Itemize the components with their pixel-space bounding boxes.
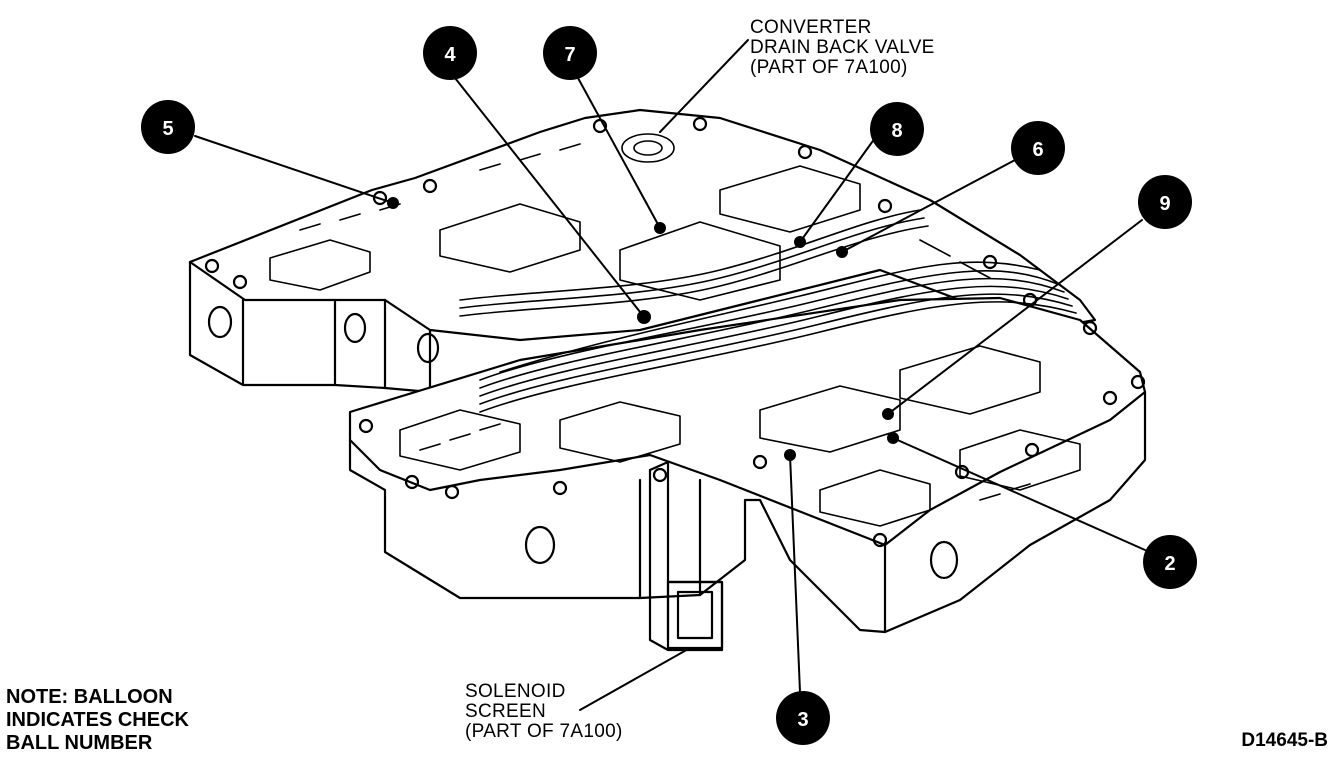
balloon-9-label: 9 [1159,193,1170,215]
balloon-6-label: 6 [1032,139,1043,161]
leader-lines [194,39,1146,711]
balloon-note: NOTE: BALLOON INDICATES CHECK BALL NUMBE… [6,686,189,755]
balloon-3: 3 [776,691,830,745]
callout-line: DRAIN BACK VALVE [750,37,935,58]
solenoid-screen [648,460,724,652]
callout-line: SCREEN [465,701,546,722]
balloon-9: 9 [1138,175,1192,229]
balloon-7: 7 [543,26,597,80]
balloon-2: 2 [1143,535,1197,589]
note-line: INDICATES CHECK [6,709,189,731]
balloon-8-label: 8 [891,120,902,142]
balloon-4-label: 4 [444,44,456,66]
balloon-4: 4 [423,26,477,80]
balloon-6: 6 [1011,121,1065,175]
converter-drain-back-valve-callout: CONVERTER DRAIN BACK VALVE (PART OF 7A10… [750,18,935,78]
note-line: BALL NUMBER [6,732,153,754]
callout-line: (PART OF 7A100) [750,57,908,78]
solenoid-screen-callout: SOLENOID SCREEN (PART OF 7A100) [465,682,623,742]
figure-id: D14645-B [1241,730,1328,751]
balloon-8: 8 [870,102,924,156]
valve-body-front-section [348,292,1147,634]
note-line: NOTE: BALLOON [6,686,173,708]
callout-line: SOLENOID [465,681,566,702]
callout-line: CONVERTER [750,17,872,38]
balloon-5-label: 5 [162,118,173,140]
balloon-7-label: 7 [564,44,575,66]
callout-line: (PART OF 7A100) [465,721,623,742]
balloon-2-label: 2 [1164,553,1175,575]
balloon-5: 5 [141,100,195,154]
fluid-passages [269,133,1081,527]
balloon-3-label: 3 [797,709,808,731]
